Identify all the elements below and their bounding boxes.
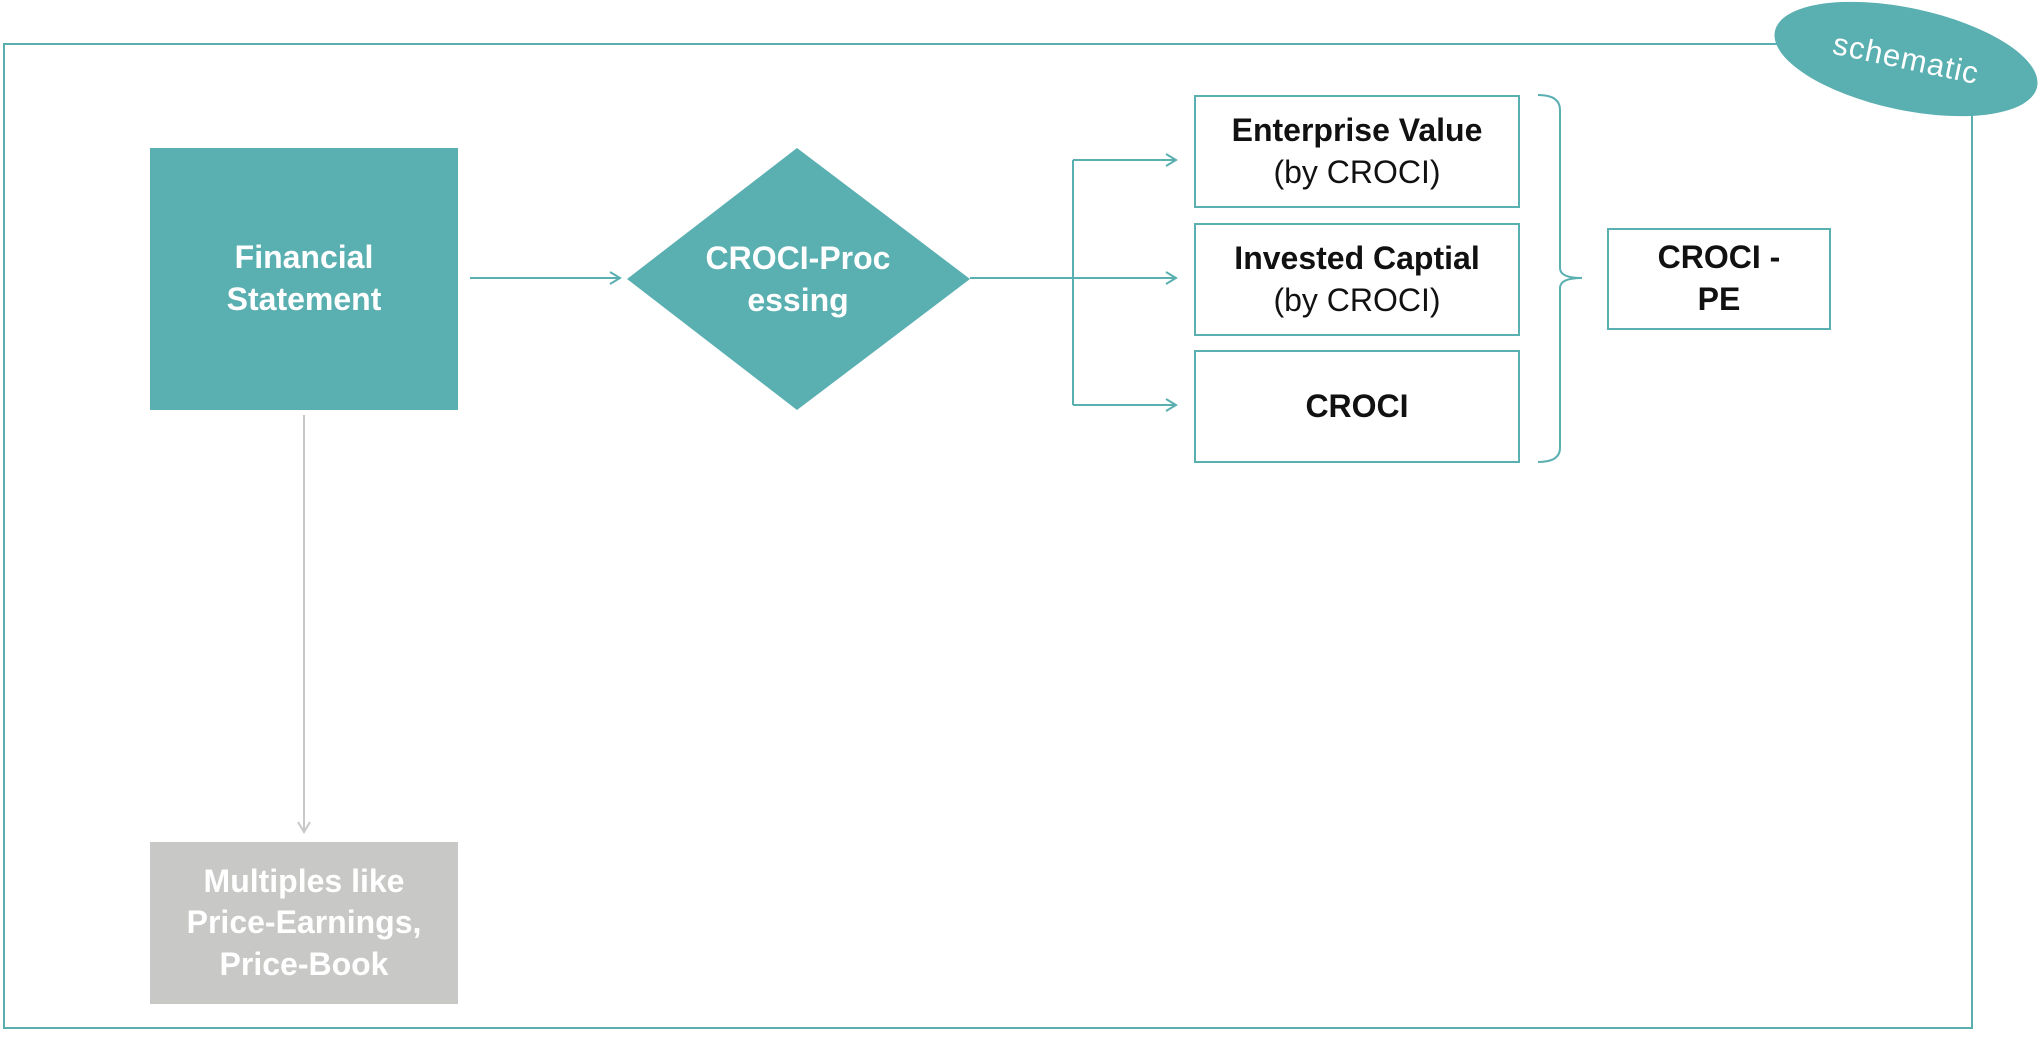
- multiples-box: Multiples like Price-Earnings, Price-Boo…: [150, 842, 458, 1004]
- croci-processing-diamond: [627, 148, 970, 410]
- invested-capital-label: Invested Captial: [1234, 239, 1480, 276]
- croci-box: CROCI: [1194, 350, 1520, 463]
- arrow-financial-to-multiples: [297, 415, 311, 834]
- arrow-processing-to-outputs: [970, 153, 1178, 412]
- enterprise-value-sublabel: (by CROCI): [1273, 153, 1441, 190]
- arrow-financial-to-processing: [470, 271, 622, 285]
- enterprise-value-label: Enterprise Value: [1231, 111, 1483, 148]
- croci-pe-label-line1: CROCI -: [1657, 239, 1781, 276]
- multiples-label: Multiples like Price-Earnings, Price-Boo…: [186, 862, 422, 982]
- croci-processing-label: CROCI-Processing: [705, 240, 891, 318]
- financial-statement-label: Financial Statement: [226, 239, 382, 317]
- croci-label: CROCI: [1305, 387, 1409, 424]
- diagram-frame: [3, 43, 1973, 1029]
- croci-processing-label-wrap: CROCI-Processing: [628, 230, 968, 330]
- croci-pe-box: CROCI - PE: [1607, 228, 1831, 330]
- enterprise-value-box: Enterprise Value (by CROCI): [1194, 95, 1520, 208]
- croci-pe-label-line2: PE: [1697, 281, 1741, 317]
- financial-statement-box: Financial Statement: [150, 148, 458, 410]
- grouping-brace: [1537, 94, 1583, 463]
- invested-capital-box: Invested Captial (by CROCI): [1194, 223, 1520, 336]
- invested-capital-sublabel: (by CROCI): [1273, 281, 1441, 318]
